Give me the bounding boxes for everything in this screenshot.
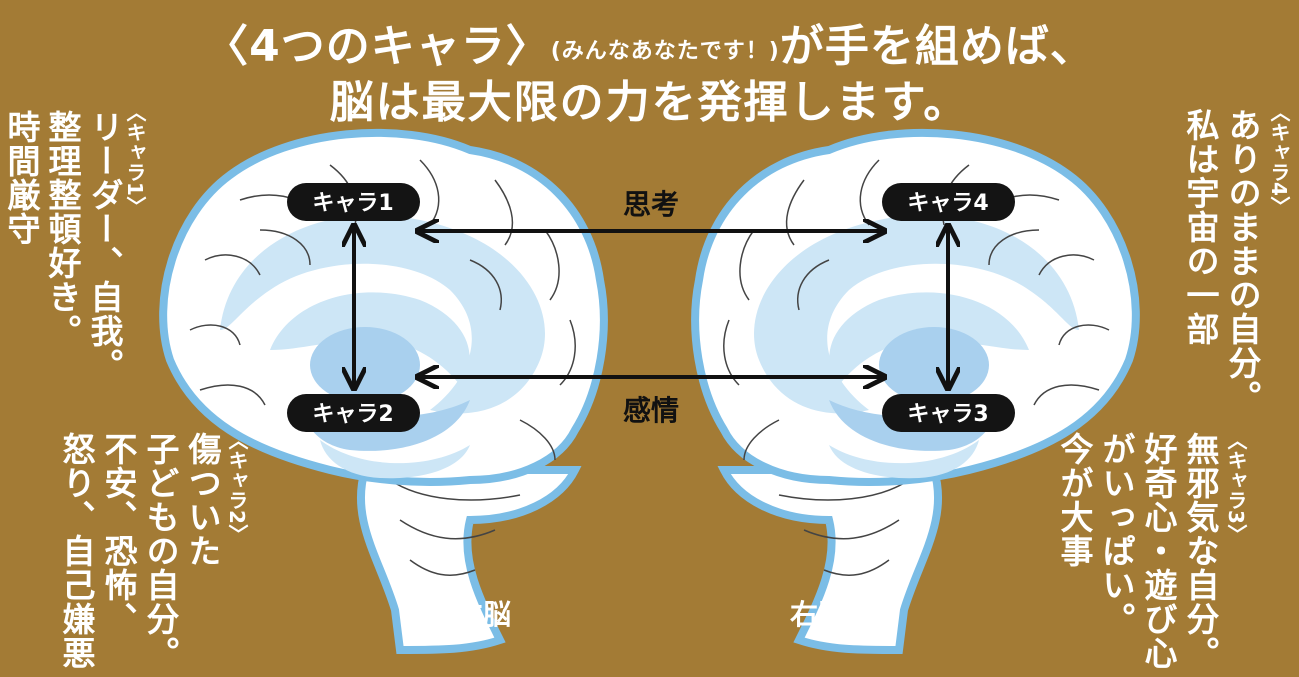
chara1-line-3: 時間厳守 — [5, 110, 38, 246]
chara3-line-1: 無邪気な自分。 — [1184, 432, 1217, 670]
label-left-brain: 左脳 — [455, 598, 511, 631]
chara1-line-2: 整理整頓好き。 — [46, 110, 79, 348]
label-emotion: 感情 — [623, 394, 679, 427]
chara4-tag: 〈キャラ4〉 — [1269, 102, 1289, 216]
label-thinking: 思考 — [623, 188, 679, 221]
chara3-line-4: 今が大事 — [1058, 432, 1091, 568]
chara2-line-4: 怒り、自己嫌悪 — [60, 432, 93, 670]
chara2-tag: 〈キャラ2〉 — [227, 430, 247, 544]
label-right-brain: 右脳 — [790, 598, 846, 631]
chara1-tag: 〈キャラ1〉 — [125, 102, 145, 216]
chara3-tag: 〈キャラ3〉 — [1226, 430, 1246, 544]
chara2-line-3: 不安、恐怖、 — [102, 432, 135, 636]
pill-chara4: キャラ4 — [882, 183, 1015, 221]
pill-chara2-text: キャラ2 — [312, 402, 393, 427]
chara3-line-3: がいっぱい。 — [1100, 432, 1133, 636]
chara2-line-1: 傷ついた — [186, 432, 219, 568]
chara2-line-2: 子どもの自分。 — [144, 432, 177, 670]
pill-chara3: キャラ3 — [882, 394, 1015, 432]
chara3-line-2: 好奇心・遊び心 — [1142, 432, 1175, 670]
pill-chara3-text: キャラ3 — [907, 402, 988, 427]
pill-chara1: キャラ1 — [287, 183, 420, 221]
pill-chara2: キャラ2 — [287, 394, 420, 432]
chara4-line-1: ありのままの自分。 — [1226, 108, 1259, 414]
chara1-line-1: リーダー、自我。 — [88, 110, 121, 382]
pill-chara4-text: キャラ4 — [907, 191, 988, 216]
chara4-line-2: 私は宇宙の一部 — [1184, 108, 1217, 346]
pill-chara1-text: キャラ1 — [312, 191, 393, 216]
